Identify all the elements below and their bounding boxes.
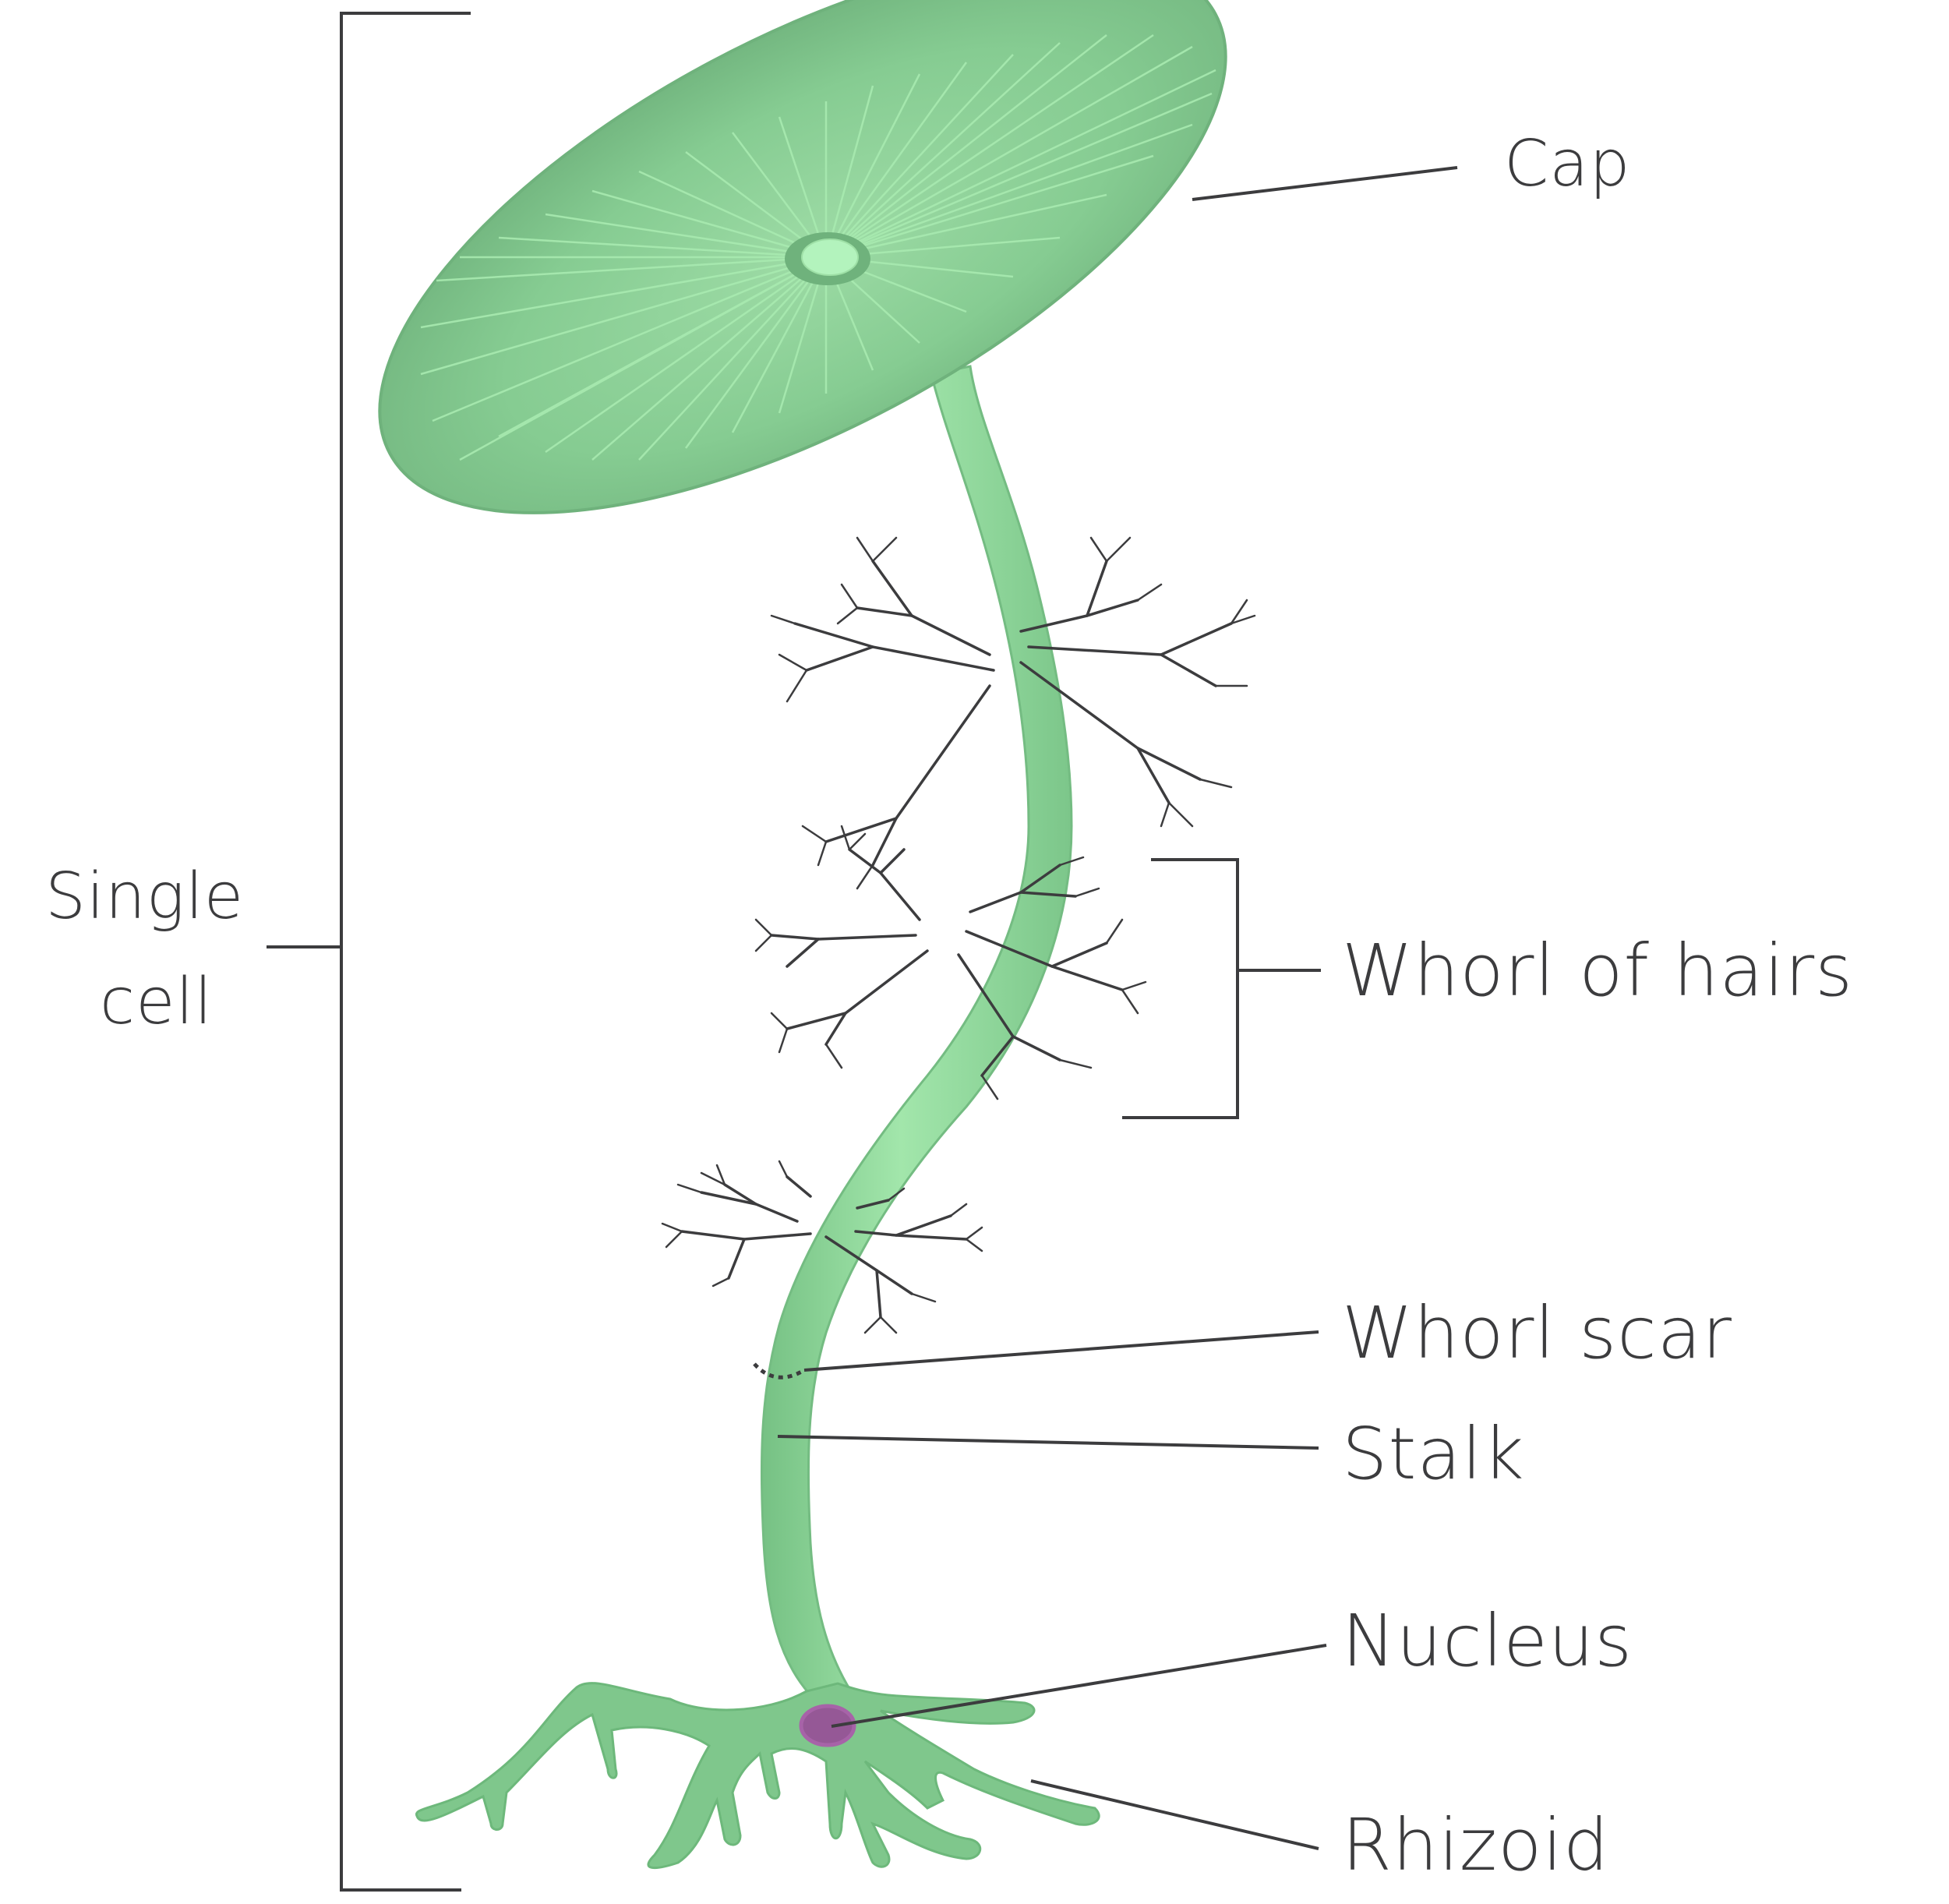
cap — [378, 0, 1227, 514]
whorl-of-hairs-bracket — [1122, 858, 1321, 1119]
stalk — [760, 365, 1073, 1697]
rhizoid-leader-line — [1030, 1779, 1319, 1850]
hair-whorls — [661, 536, 1256, 1334]
single-cell-bracket — [267, 12, 471, 1892]
label-stalk: Stalk — [1342, 1412, 1525, 1496]
hair-whorl-upper — [770, 536, 1256, 890]
hair-whorl-lower — [661, 1160, 983, 1334]
nucleus-leader-line — [831, 1644, 1327, 1728]
label-cap: Cap — [1504, 127, 1631, 201]
rhizoid — [415, 1682, 1100, 1870]
label-rhizoid: Rhizoid — [1342, 1803, 1610, 1887]
cap-leader-line — [1192, 166, 1458, 201]
whorl-scar-leader-line — [803, 1330, 1319, 1372]
label-nucleus: Nucleus — [1342, 1599, 1633, 1683]
stalk-leader-line — [777, 1435, 1319, 1450]
hair-whorl-middle — [754, 825, 1147, 1100]
whorl-scar-marking — [753, 1362, 806, 1379]
label-whorl-scar: Whorl scar — [1342, 1291, 1732, 1375]
label-single-cell-line1: Single — [45, 860, 245, 934]
label-single-cell-line2: cell — [100, 965, 214, 1039]
nucleus — [799, 1704, 856, 1747]
label-whorl-of-hairs: Whorl of hairs — [1342, 929, 1854, 1012]
